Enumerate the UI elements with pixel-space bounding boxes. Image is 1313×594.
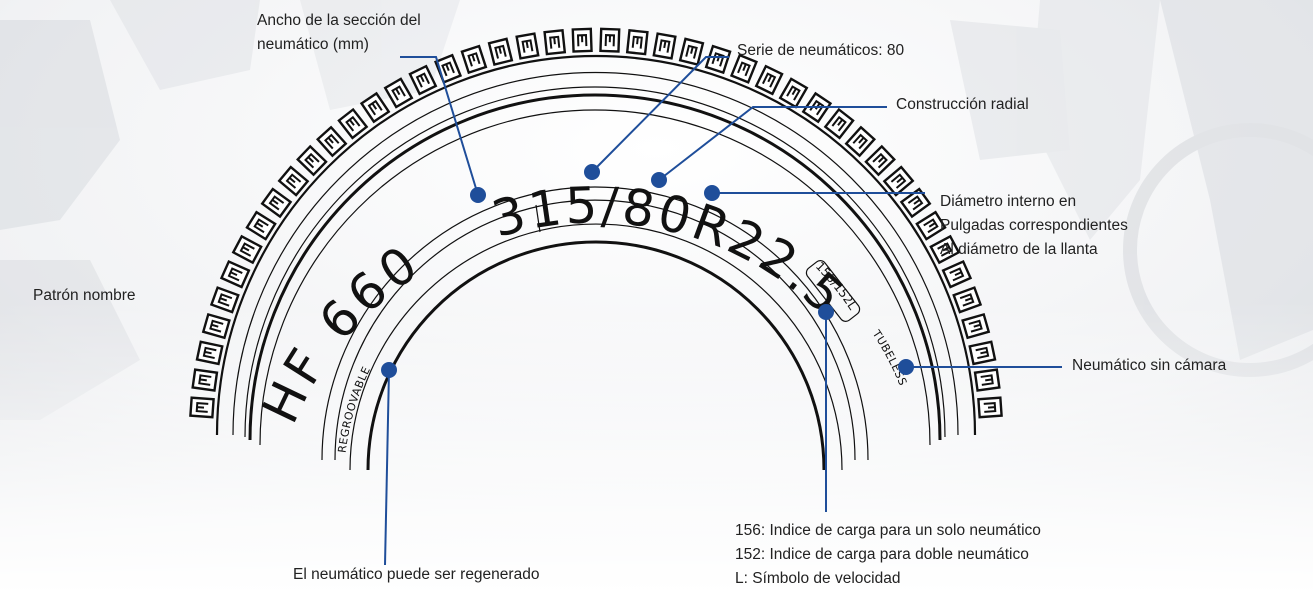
label-line: Diámetro interno en [940, 193, 1077, 210]
tread-block [778, 77, 809, 109]
tread-block [729, 53, 759, 84]
dot-regroovable [381, 362, 397, 378]
tread-block [543, 29, 567, 56]
tread-block [973, 368, 1001, 392]
label-tubeless: Neumático sin cámara [1072, 357, 1227, 374]
label-regroovable: El neumático puede ser regenerado [293, 566, 540, 583]
load-index-box [805, 260, 861, 322]
tread-block [277, 165, 310, 197]
label-line: Al diámetro de la llanta [940, 241, 1098, 258]
tread-block [383, 77, 414, 109]
tread-block [189, 396, 215, 419]
tread-block [915, 210, 947, 241]
tread-block [952, 286, 983, 314]
label-line: Pulgadas correspondientes [940, 217, 1128, 234]
label-line: 152: Indice de carga para doble neumátic… [735, 546, 1029, 563]
tread-block [231, 234, 263, 265]
label-section-width: Ancho de la sección del neumático (mm) [257, 9, 421, 57]
tread-block [882, 165, 915, 197]
tread-block [337, 107, 369, 140]
callout-dots [381, 164, 914, 378]
tread-block [359, 91, 391, 124]
tread-block [201, 312, 231, 340]
tread-block [599, 27, 621, 53]
tread-block [195, 340, 224, 366]
tread-block [754, 64, 784, 96]
tread-block [191, 368, 219, 392]
tread-block [296, 144, 328, 177]
label-pattern-name: Patrón nombre [33, 287, 136, 304]
tread-block [260, 187, 293, 219]
label-line: Ancho de la sección del [257, 12, 421, 29]
tread-block [219, 260, 251, 289]
tread-block [941, 260, 973, 289]
tread-block [929, 234, 961, 265]
tread-block [315, 125, 348, 158]
dot-tubeless [898, 359, 914, 375]
label-line: 156: Indice de carga para un solo neumát… [735, 522, 1041, 539]
tread-block [460, 44, 488, 75]
label-radial: Construcción radial [896, 96, 1029, 113]
tire-tread-blocks [189, 27, 1003, 419]
label-line: neumático (mm) [257, 36, 369, 53]
tread-block [245, 210, 277, 241]
leader-lines [384, 56, 1062, 566]
tread-block [844, 125, 877, 158]
tread-block [515, 32, 540, 60]
dot-series [584, 164, 600, 180]
tread-block [977, 396, 1003, 419]
tread-block [678, 37, 705, 67]
label-load-index: 156: Indice de carga para un solo neumát… [735, 519, 1041, 591]
label-line: L: Símbolo de velocidad [735, 570, 901, 587]
dot-radial [651, 172, 667, 188]
dot-section-width [470, 187, 486, 203]
tread-block [487, 37, 514, 67]
tread-block [864, 144, 896, 177]
dot-load [818, 304, 834, 320]
tread-block [625, 29, 649, 56]
tread-block [899, 187, 932, 219]
tread-block [571, 27, 593, 53]
tread-block [209, 286, 240, 314]
label-diameter: Diámetro interno en Pulgadas correspondi… [940, 190, 1128, 262]
tread-block [652, 32, 677, 60]
tread-block [823, 107, 855, 140]
tread-block [968, 340, 997, 366]
label-series: Serie de neumáticos: 80 [737, 42, 905, 59]
tread-block [961, 312, 991, 340]
dot-diameter [704, 185, 720, 201]
tread-block [408, 64, 438, 96]
tire-arcs [215, 54, 977, 471]
